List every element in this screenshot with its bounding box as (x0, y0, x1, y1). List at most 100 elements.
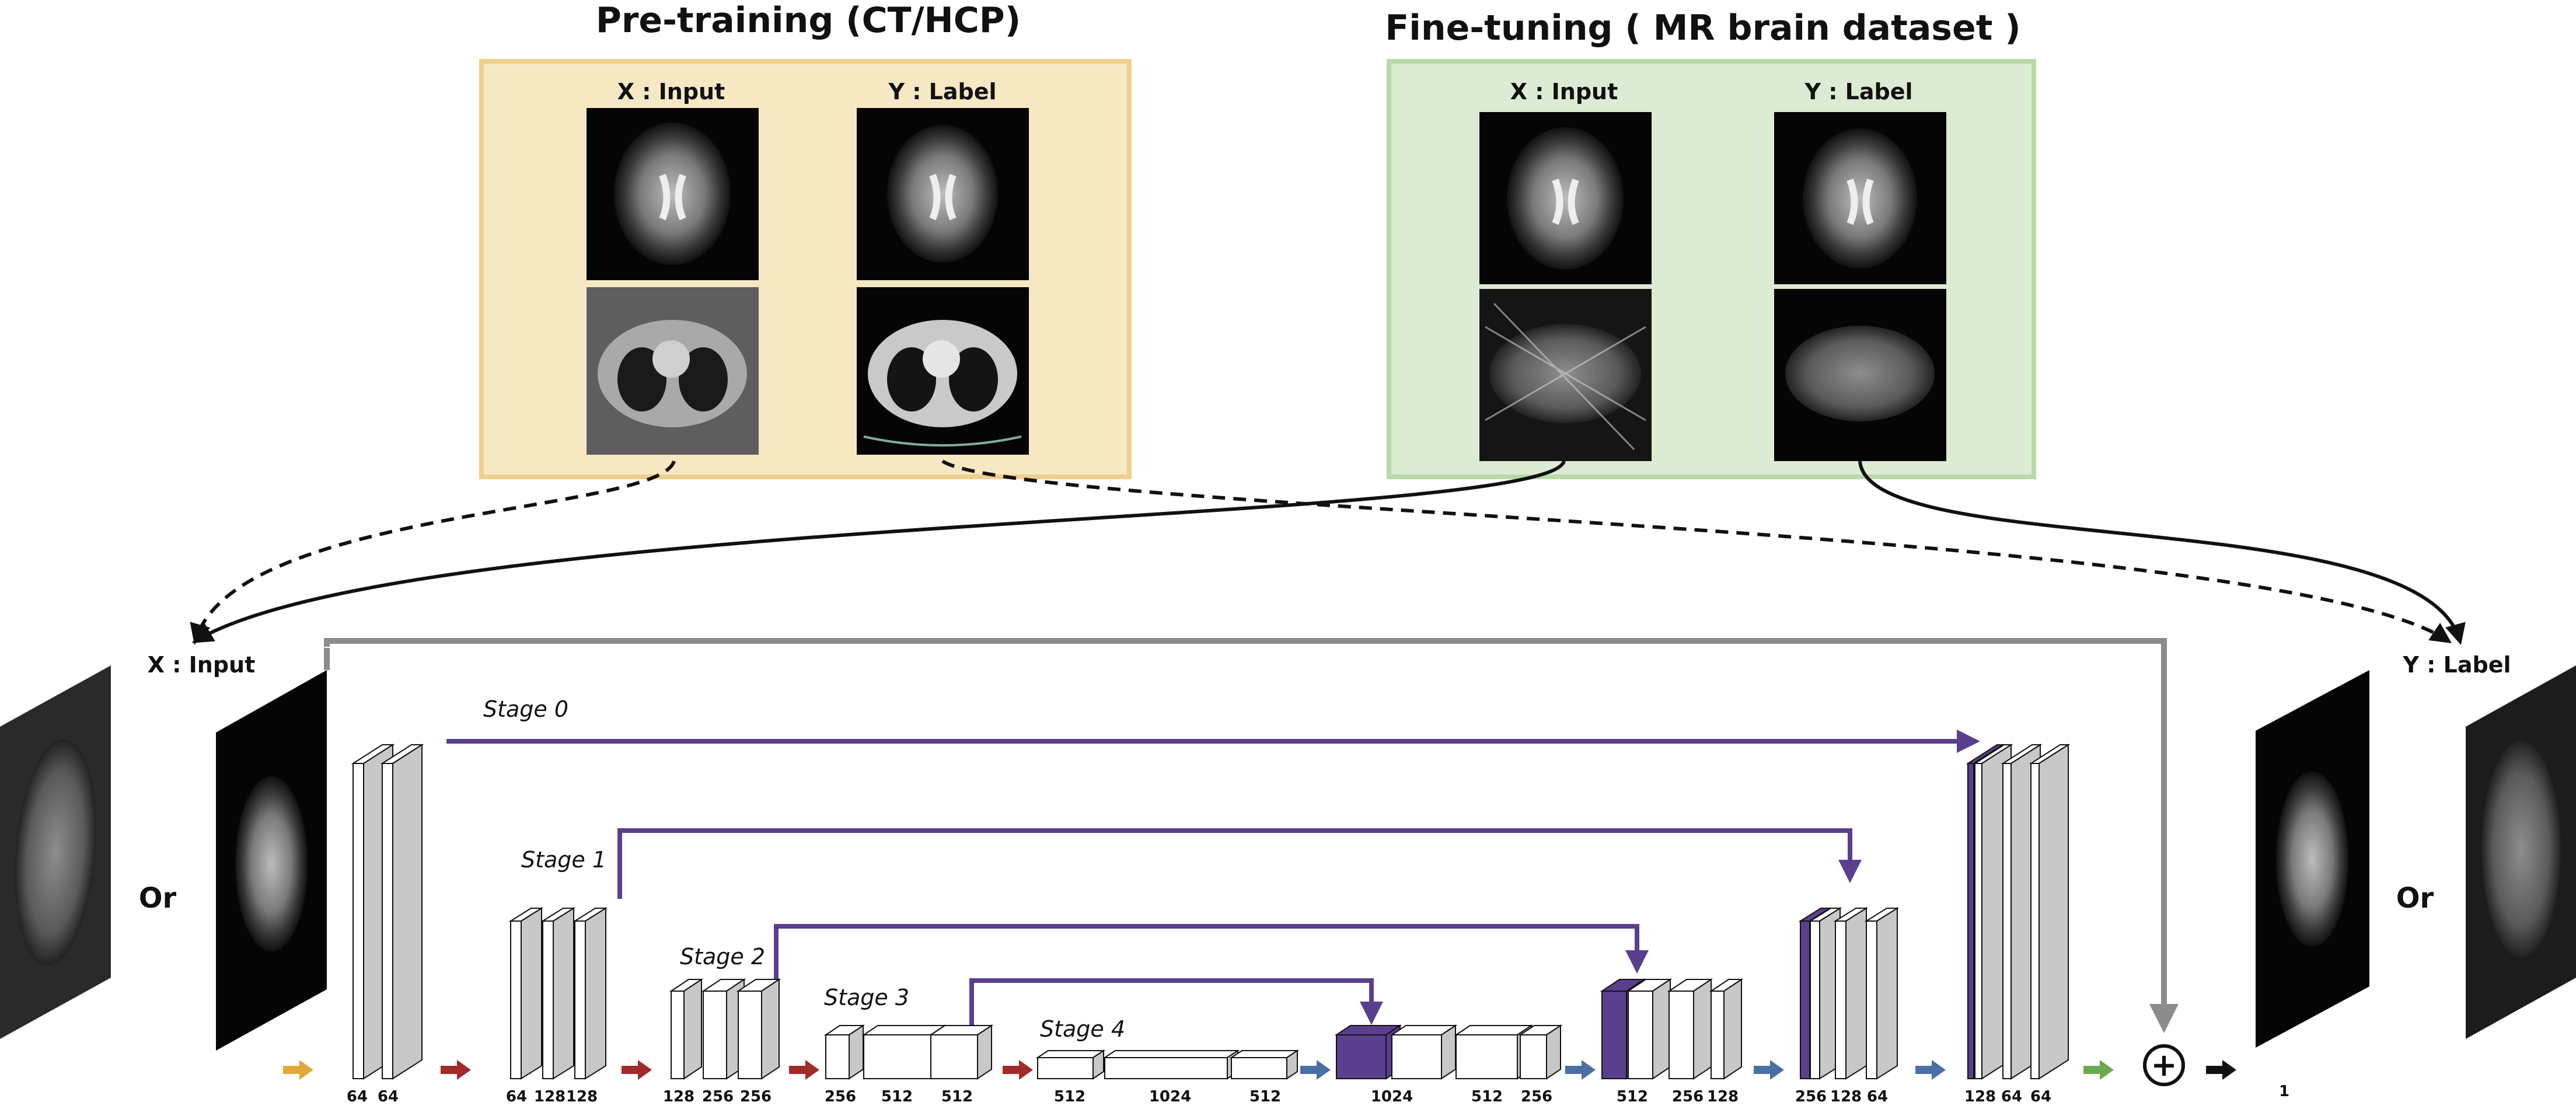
stage-0-label: Stage 0 (483, 696, 568, 722)
finetune-input-abdomen-image (1479, 289, 1652, 461)
channel-label: 64 (2001, 1088, 2022, 1105)
input-section: X : Input Or (0, 648, 330, 1051)
output-abdomen-slice (2466, 665, 2576, 1039)
pretrain-label-ct-image (857, 287, 1029, 455)
finetuning-x-label: X : Input (1510, 79, 1618, 104)
finetuning-title: Fine-tuning ( MR brain dataset ) (1385, 8, 2020, 48)
flow-arrow-icon (789, 1060, 819, 1080)
flow-arrow-icon (1300, 1060, 1331, 1080)
network-output-label: Y : Label (2402, 652, 2511, 678)
channel-label: 512 (941, 1088, 973, 1105)
channel-label: 256 (1672, 1088, 1704, 1105)
output-section: Y : Label Or 1 (2256, 652, 2576, 1100)
feature-map-block (1229, 1049, 1300, 1080)
feature-map-block (508, 907, 544, 1080)
pretrain-label-dashed-curve (941, 459, 2452, 643)
feature-map-block (1454, 1024, 1534, 1080)
feature-map-block (1518, 1024, 1563, 1080)
flow-arrow-icon (1565, 1060, 1596, 1080)
finetune-input-brain-image (1479, 112, 1652, 284)
output-channel-label: 1 (2279, 1083, 2289, 1100)
pretraining-y-label: Y : Label (888, 79, 996, 104)
pretrain-input-ct-image (587, 287, 759, 455)
addition-node: + (2143, 1044, 2185, 1086)
stage-labels: Stage 0 Stage 1 Stage 2 Stage 3 Stage 4 (483, 696, 1125, 1042)
feature-map-block (1390, 1024, 1458, 1080)
channel-label: 1024 (1371, 1088, 1413, 1105)
input-brain-slice (216, 670, 327, 1051)
feature-map-block (1709, 978, 1744, 1080)
pretraining-panel: Pre-training (CT/HCP) X : Input Y : Labe… (479, 0, 1132, 479)
flow-arrow-icon (441, 1060, 471, 1080)
channel-label: 512 (881, 1088, 913, 1105)
channel-label: 64 (506, 1088, 527, 1105)
channel-label: 64 (2030, 1088, 2051, 1105)
channel-label: 128 (1964, 1088, 1996, 1105)
channel-label: 1024 (1149, 1088, 1191, 1105)
channel-label: 256 (825, 1088, 856, 1105)
channel-label: 256 (1521, 1088, 1552, 1105)
skip-connections (446, 730, 1980, 1027)
feature-map-block (669, 978, 704, 1080)
residual-connection (324, 638, 2179, 1033)
or-left-text: Or (139, 882, 177, 915)
flow-arrow-icon (1754, 1060, 1784, 1080)
stage-3-label: Stage 3 (824, 985, 909, 1010)
channel-label: 128 (566, 1088, 598, 1105)
finetuning-panel: Fine-tuning ( MR brain dataset ) X : Inp… (1385, 8, 2036, 479)
finetune-label-solid-curve (1858, 461, 2466, 645)
feature-map-block (823, 1024, 865, 1080)
finetune-label-abdomen-image (1774, 289, 1946, 461)
stage-4-label: Stage 4 (1040, 1016, 1125, 1042)
channel-label: 512 (1054, 1088, 1085, 1105)
feature-map-block (540, 907, 576, 1080)
feature-map-block (1833, 907, 1869, 1080)
output-brain-slice (2256, 670, 2369, 1048)
layer-arrows (283, 1060, 2236, 1080)
pretrain-input-brain-image (587, 108, 759, 280)
pretraining-x-label: X : Input (617, 79, 725, 104)
feature-map-block (1102, 1049, 1240, 1080)
channel-label: 128 (1830, 1088, 1862, 1105)
flow-arrow-icon (283, 1060, 313, 1080)
feature-map-block (2029, 744, 2071, 1080)
or-right-text: Or (2396, 882, 2434, 915)
input-abdomen-slice (0, 665, 111, 1039)
skip-connection-stage1 (617, 828, 1862, 899)
channel-label: 256 (740, 1088, 772, 1105)
pretrain-label-brain-image (857, 108, 1029, 280)
network-input-label: X : Input (148, 652, 256, 678)
channel-label: 512 (1617, 1088, 1648, 1105)
connection-curves (190, 459, 2466, 645)
finetuning-y-label: Y : Label (1804, 79, 1912, 104)
feature-map-block (573, 907, 608, 1080)
channel-label: 512 (1249, 1088, 1281, 1105)
flow-arrow-icon (1003, 1060, 1033, 1080)
channel-label: 64 (378, 1088, 399, 1105)
feature-map-block (736, 978, 781, 1080)
feature-map-block (1035, 1049, 1106, 1080)
feature-map-block (929, 1024, 994, 1080)
pretraining-title: Pre-training (CT/HCP) (596, 0, 1021, 41)
feature-map-block (380, 744, 424, 1080)
channel-label: 128 (534, 1088, 566, 1105)
flow-arrow-icon (622, 1060, 652, 1080)
finetune-input-solid-curve (191, 460, 1566, 643)
skip-connection-stage2 (774, 924, 1649, 984)
channel-label: 128 (1707, 1088, 1739, 1105)
feature-map-block (1667, 978, 1713, 1080)
channel-label: 64 (347, 1088, 368, 1105)
pretraining-box (479, 59, 1132, 479)
flow-arrow-icon (1915, 1060, 1946, 1080)
channel-label: 128 (663, 1088, 694, 1105)
feature-map-block (1626, 978, 1673, 1080)
channel-labels: 64 64 64 128 128 128 256 256 256 512 512… (347, 1088, 2051, 1105)
feature-map-block (701, 978, 746, 1080)
stage-2-label: Stage 2 (680, 944, 765, 969)
stage-1-label: Stage 1 (521, 847, 606, 873)
flow-arrow-icon (2206, 1060, 2236, 1080)
feature-map-block (1864, 907, 1900, 1080)
feature-map-block (1334, 1024, 1402, 1080)
feature-map-blocks (351, 744, 2071, 1080)
